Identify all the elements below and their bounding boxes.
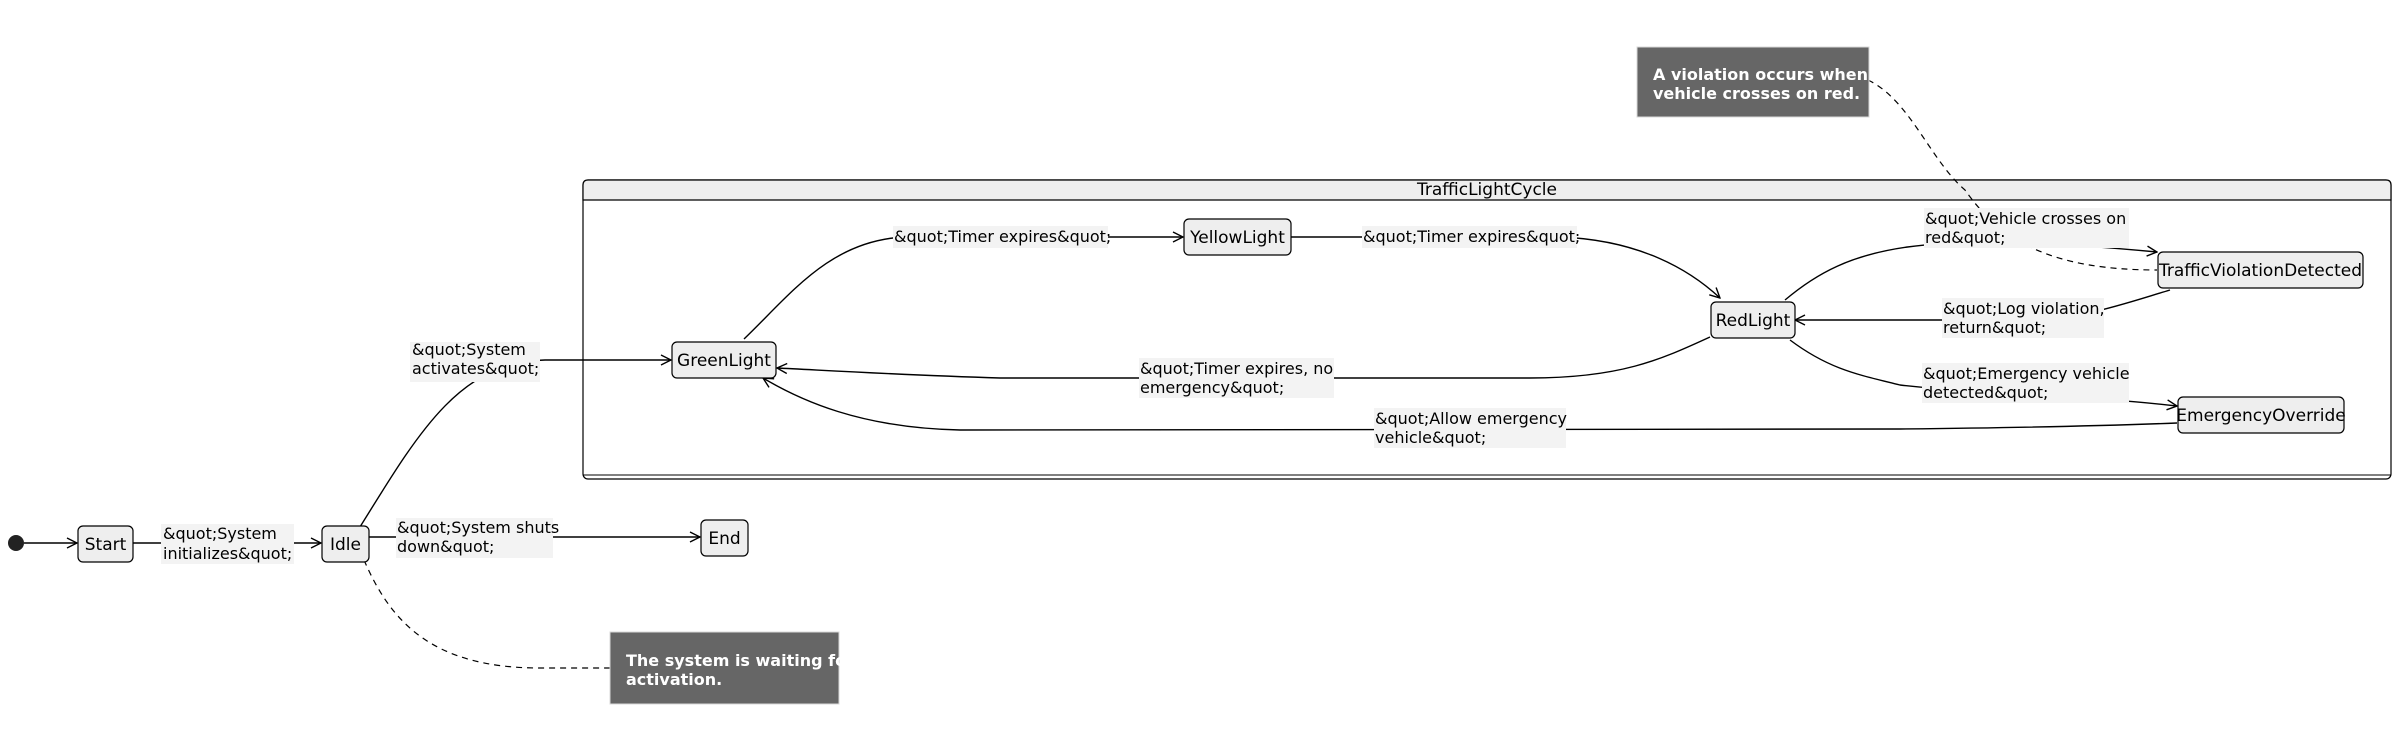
label-line: emergency&quot; (1140, 378, 1284, 397)
label-line: &quot;System shuts (397, 518, 559, 537)
transition-label-yellow-red: &quot;Timer expires&quot; (1362, 226, 1580, 248)
label-line: initializes&quot; (163, 544, 292, 563)
label-line: &quot;System (412, 340, 526, 359)
note-line: activation. (626, 670, 722, 689)
state-label: YellowLight (1189, 228, 1285, 248)
note-line: vehicle crosses on red. (1653, 84, 1860, 103)
label-line: vehicle&quot; (1375, 428, 1486, 447)
composite-header (582, 179, 2392, 201)
note-line: A violation occurs when a (1653, 65, 1884, 84)
label-line: detected&quot; (1923, 383, 2048, 402)
note-idle: The system is waiting for activation. (609, 631, 854, 705)
state-red-light[interactable]: RedLight (1710, 301, 1796, 339)
initial-node (8, 535, 24, 551)
state-label: RedLight (1716, 311, 1791, 331)
state-label: TrafficViolationDetected (2158, 261, 2362, 281)
state-label: Idle (330, 535, 361, 555)
composite-traffic-light-cycle: TrafficLightCycle (582, 179, 2392, 480)
edge-green-yellow (743, 237, 1183, 340)
state-traffic-violation-detected[interactable]: TrafficViolationDetected (2157, 251, 2364, 289)
state-label: GreenLight (677, 351, 771, 371)
label-line: &quot;Log violation, (1943, 299, 2105, 318)
label-line: &quot;System (163, 524, 277, 543)
transition-label-red-emergency: &quot;Emergency vehicle detected&quot; (1922, 363, 2130, 403)
state-label: End (708, 529, 740, 549)
state-idle[interactable]: Idle (321, 525, 370, 563)
edge-emergency-green (763, 378, 2178, 431)
note-line: The system is waiting for (626, 651, 854, 670)
note-connector-idle (363, 559, 610, 669)
label-line: &quot;Timer expires&quot; (1363, 227, 1580, 246)
state-emergency-override[interactable]: EmergencyOverride (2176, 396, 2346, 434)
state-end[interactable]: End (700, 519, 749, 557)
state-start[interactable]: Start (77, 525, 134, 563)
label-line: &quot;Emergency vehicle (1923, 364, 2130, 383)
label-line: red&quot; (1925, 228, 2005, 247)
transition-label-start-idle: &quot;System initializes&quot; (161, 524, 294, 564)
transition-label-red-green: &quot;Timer expires, no emergency&quot; (1139, 358, 1334, 398)
note-connector-violation (1867, 79, 2158, 271)
state-label: EmergencyOverride (2176, 406, 2345, 426)
label-line: &quot;Timer expires, no (1140, 359, 1333, 378)
label-line: return&quot; (1943, 318, 2046, 337)
label-line: activates&quot; (412, 359, 539, 378)
edge-red-green (777, 336, 1711, 379)
transition-label-idle-green: &quot;System activates&quot; (410, 340, 540, 382)
transition-label-green-yellow: &quot;Timer expires&quot; (893, 226, 1111, 248)
label-line: &quot;Timer expires&quot; (894, 227, 1111, 246)
state-green-light[interactable]: GreenLight (671, 341, 777, 379)
state-yellow-light[interactable]: YellowLight (1183, 218, 1292, 256)
state-label: Start (85, 535, 127, 555)
composite-title: TrafficLightCycle (1416, 180, 1557, 200)
transition-label-red-violation: &quot;Vehicle crosses on red&quot; (1924, 208, 2129, 248)
transition-label-emergency-green: &quot;Allow emergency vehicle&quot; (1374, 408, 1567, 448)
transition-label-violation-red: &quot;Log violation, return&quot; (1942, 298, 2105, 338)
label-line: down&quot; (397, 537, 494, 556)
label-line: &quot;Allow emergency (1375, 409, 1567, 428)
label-line: &quot;Vehicle crosses on (1925, 209, 2126, 228)
transition-label-idle-end: &quot;System shuts down&quot; (396, 518, 559, 558)
note-violation: A violation occurs when a vehicle crosse… (1636, 46, 1884, 118)
